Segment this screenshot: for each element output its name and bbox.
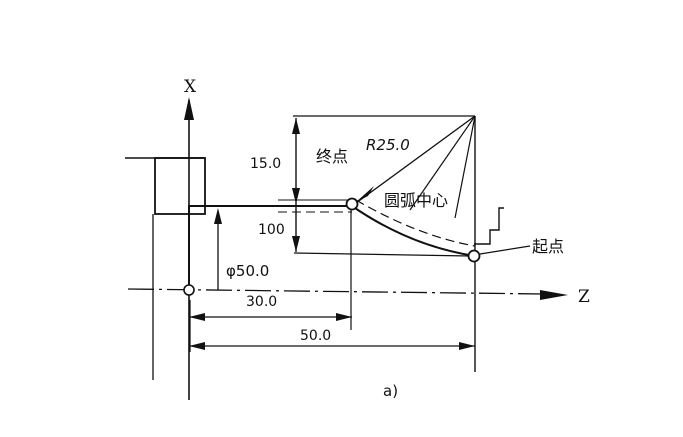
end-point-marker — [345, 197, 359, 211]
tool-holder — [474, 207, 504, 245]
dim-30-label: 30.0 — [246, 294, 277, 310]
z-axis-label: Z — [578, 287, 590, 307]
x-axis-arrowhead — [184, 97, 194, 120]
arc-path-dashed — [355, 199, 476, 247]
dim-50-label: 50.0 — [300, 328, 331, 344]
start-point-marker — [467, 249, 481, 263]
workpiece-profile — [188, 205, 352, 290]
z-axis-line — [127, 288, 546, 295]
radius-line — [351, 115, 476, 207]
dim-mid-arrow-down — [292, 236, 300, 252]
dim-30-arrow-right — [336, 313, 352, 321]
diameter-label: φ50.0 — [226, 262, 269, 280]
origin-point — [183, 284, 195, 296]
z-axis-arrowhead — [540, 290, 568, 300]
dim-top-label: 15.0 — [250, 156, 281, 172]
dim-50-arrow-left — [189, 342, 205, 350]
dim-30-arrow-left — [189, 313, 205, 321]
caption: a) — [383, 382, 398, 400]
chuck-block — [154, 157, 206, 215]
x-axis-label: X — [184, 77, 197, 97]
arc-path — [351, 205, 476, 257]
leader-arc-center-2 — [454, 115, 476, 219]
arrow-to-end-point — [356, 186, 374, 202]
end-point-label: 终点 — [316, 147, 348, 166]
dim-bottom-extension — [293, 252, 471, 257]
arc-center-label: 圆弧中心 — [384, 191, 448, 210]
dim-top-arrow-down — [292, 188, 300, 204]
dim-top-arrow-up — [292, 118, 300, 134]
dim-50-arrow-right — [459, 342, 475, 350]
diameter-arrowhead — [214, 208, 222, 224]
dim-mid-label: 100 — [258, 222, 285, 238]
leader-arc-center-1 — [409, 115, 476, 211]
start-point-label: 起点 — [532, 237, 564, 256]
radius-label: R25.0 — [366, 136, 410, 154]
start-point-leader — [479, 245, 531, 255]
